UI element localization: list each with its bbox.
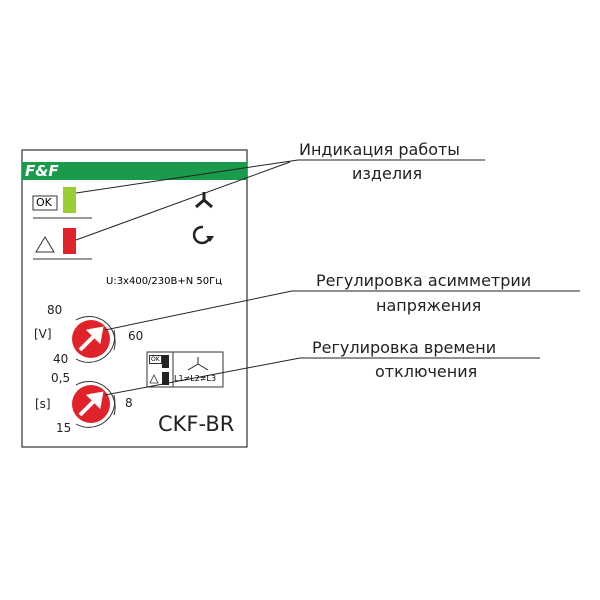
device-front-panel — [21, 149, 248, 448]
warning-triangle-icon — [149, 374, 159, 384]
model-name: CKF-BR — [158, 412, 235, 436]
scale-arc — [75, 315, 116, 351]
scale-arc — [75, 380, 116, 416]
scale-arc — [75, 329, 116, 363]
time-unit: [s] — [35, 397, 51, 411]
voltage-mid: 60 — [128, 329, 144, 343]
knob-arrow-icon — [78, 326, 104, 352]
warning-triangle-icon — [35, 236, 55, 253]
leader-lines — [75, 159, 580, 396]
callout-indication: Индикация работы — [299, 140, 460, 159]
knob-arrow-icon — [78, 391, 104, 417]
voltage-max: 80 — [47, 303, 63, 317]
phase-star-icon — [187, 357, 209, 371]
voltage-min: 40 — [53, 352, 69, 366]
time-mid: 8 — [125, 396, 133, 410]
callout-asymmetry: Регулировка асимметрии — [316, 271, 532, 290]
rotation-arrow-icon — [192, 225, 214, 245]
mini-ok-label: OK — [149, 355, 162, 364]
brand-logo: F&F — [25, 162, 59, 180]
scale-arc — [75, 394, 116, 428]
supply-spec: U:3x400/230В+N 50Гц — [106, 276, 223, 287]
time-min: 0,5 — [51, 371, 71, 385]
ok-label: OK — [36, 196, 52, 209]
mini-panel — [146, 351, 224, 388]
ok-box — [32, 195, 58, 211]
time-max: 15 — [56, 421, 72, 435]
voltage-unit: [V] — [34, 327, 52, 341]
alarm-led — [63, 228, 76, 254]
callout-time-2: отключения — [375, 362, 478, 381]
callout-asymmetry-2: напряжения — [376, 296, 482, 315]
mini-phases-label: L1≠L2≠L3 — [174, 374, 217, 383]
callout-indication-2: изделия — [352, 164, 423, 183]
ok-led — [63, 187, 76, 213]
callout-time: Регулировка времени — [312, 338, 497, 357]
